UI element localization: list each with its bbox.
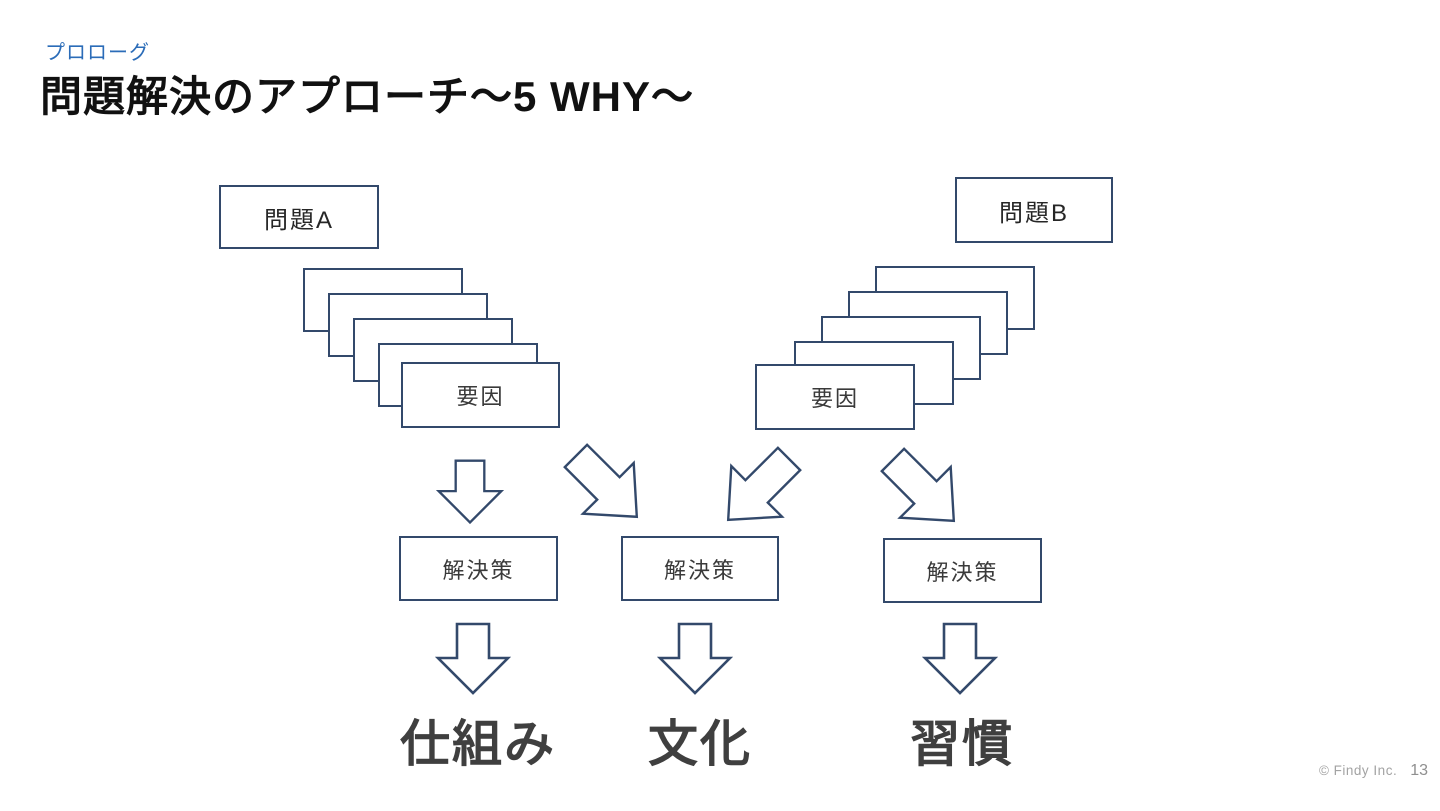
outcome-label-culture: 文化 (648, 716, 752, 772)
outcome-label-mechanism: 仕組み (400, 716, 556, 772)
solution-3-box: 解決策 (883, 538, 1042, 603)
copyright-text: © Findy Inc. (1318, 763, 1398, 778)
bent-arrow-down-right-icon (563, 443, 639, 519)
solution-1-box: 解決策 (399, 536, 558, 601)
down-arrow-icon (657, 622, 733, 695)
outcome-label-habit: 習慣 (910, 716, 1014, 772)
problem-b-box: 問題B (955, 177, 1113, 243)
down-arrow-icon (922, 622, 998, 695)
problem-a-label: 問題A (263, 206, 334, 234)
problem-a-box: 問題A (219, 185, 379, 249)
bent-arrow-down-left-icon (726, 446, 802, 522)
section-eyebrow: プロローグ (45, 42, 150, 64)
cause-b-label: 要因 (810, 386, 859, 411)
bent-arrow-down-right-icon (880, 447, 956, 523)
footer: © Findy Inc. 13 (1319, 762, 1428, 780)
solution-2-box: 解決策 (621, 536, 779, 601)
cause-a-label: 要因 (456, 384, 505, 409)
solution-3-label: 解決策 (926, 559, 999, 585)
cause-a-box: 要因 (401, 362, 560, 428)
page-title: 問題解決のアプローチ〜5 WHY〜 (40, 73, 695, 120)
solution-2-label: 解決策 (663, 557, 736, 583)
cause-b-box: 要因 (755, 364, 915, 430)
page-number: 13 (1410, 762, 1428, 779)
down-arrow-icon (435, 622, 511, 695)
solution-1-label: 解決策 (442, 557, 515, 583)
problem-b-label: 問題B (998, 199, 1069, 227)
down-arrow-icon (436, 459, 504, 525)
